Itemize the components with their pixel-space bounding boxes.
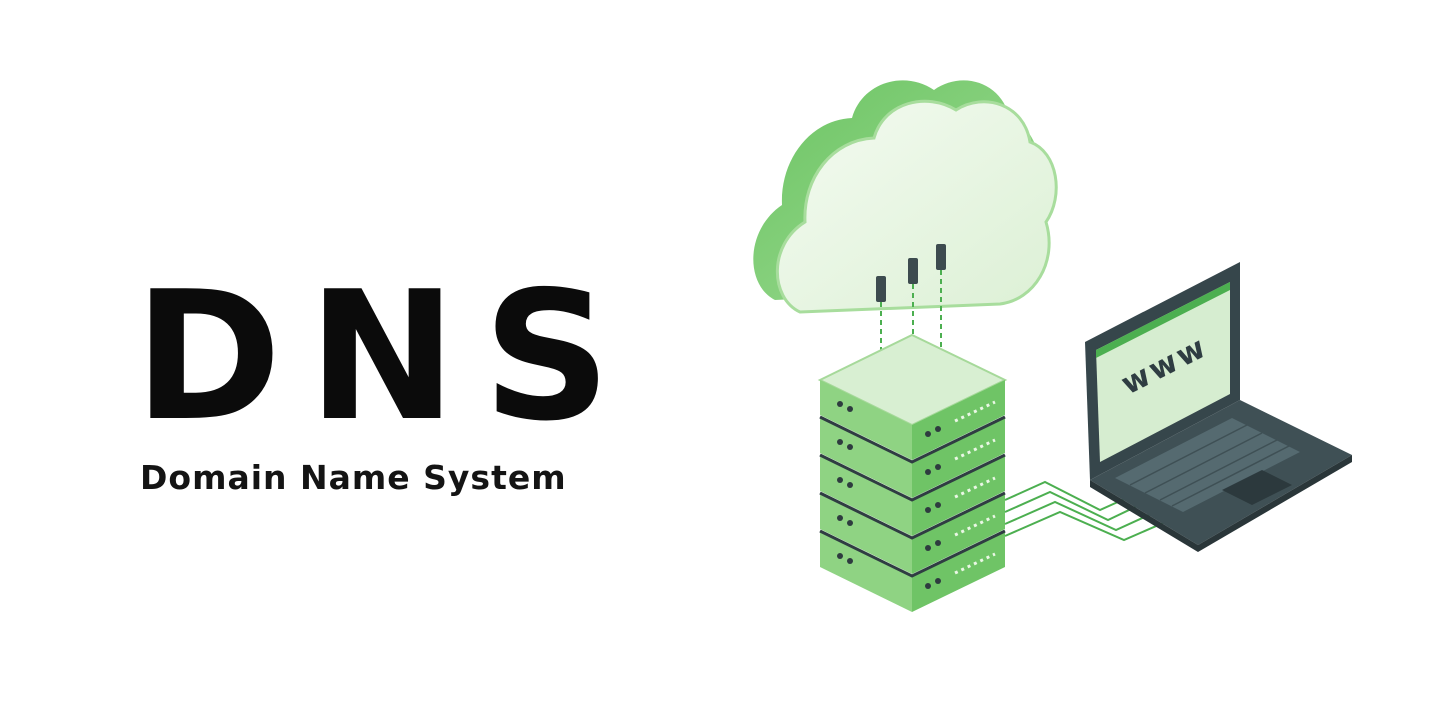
server-unit: [820, 380, 1005, 460]
server-rack-icon: [817, 333, 1008, 612]
title-block: DNS Domain Name System: [134, 268, 614, 496]
server-unit: [820, 494, 1005, 574]
cloud-icon: [753, 80, 1058, 314]
server-unit: [820, 532, 1005, 612]
page-subtitle: Domain Name System: [140, 458, 567, 497]
page-title: DNS: [134, 253, 637, 460]
server-unit: [820, 418, 1005, 498]
laptop-icon: www: [1085, 262, 1352, 552]
server-unit: [820, 456, 1005, 536]
